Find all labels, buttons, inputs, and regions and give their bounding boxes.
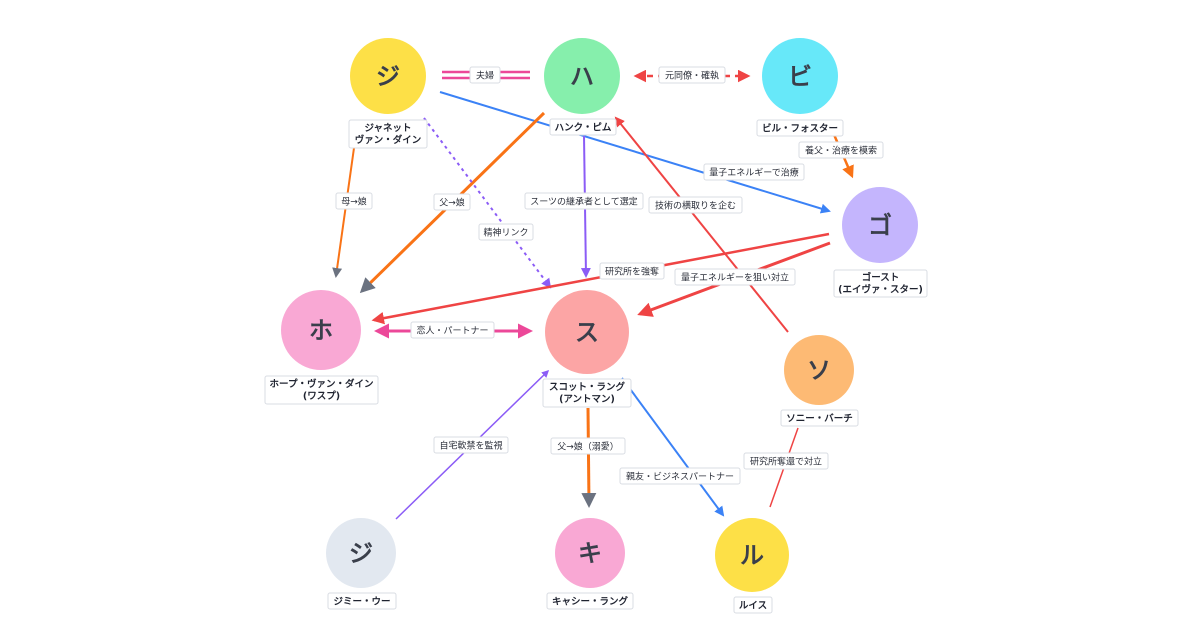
- edge-label-hank-hope: 父→娘: [433, 193, 471, 211]
- edge-janet-scott[interactable]: [423, 117, 552, 289]
- node-hope-initial: ホ: [309, 317, 333, 345]
- node-luis-circle: [715, 518, 789, 592]
- node-jimmy-label: ジミー・ウー: [333, 597, 390, 608]
- node-luis-initial: ル: [740, 542, 764, 570]
- edge-label-hope-scott: 恋人・パートナー: [410, 321, 495, 339]
- node-scott-initial: ス: [575, 319, 599, 347]
- node-bill-circle: [762, 38, 838, 114]
- node-janet-initial: ジ: [376, 63, 400, 91]
- edge-label-janet-ghost: 量子エネルギーで治療: [703, 163, 805, 181]
- node-hank-circle: [544, 38, 620, 114]
- edge-janet-ghost[interactable]: [439, 91, 831, 214]
- node-hope-label-1: ホープ・ヴァン・ダイン: [270, 378, 374, 390]
- edge-scott-luis[interactable]: [621, 377, 725, 517]
- svg-text:研究所を強奪: 研究所を強奪: [605, 266, 659, 278]
- node-hank-label: ハンク・ピム: [555, 122, 612, 134]
- node-janet[interactable]: ジ ジャネット ヴァン・ダイン: [348, 38, 428, 149]
- node-sonny-initial: ソ: [807, 357, 831, 385]
- edge-labels-layer: 夫婦 元同僚・確執 養父・治療を模索 量子エネルギーで治療 母→娘 父→娘 精神…: [335, 66, 884, 485]
- node-janet-label-2: ヴァン・ダイン: [355, 134, 422, 146]
- node-bill-label: ビル・フォスター: [762, 123, 838, 135]
- node-hope[interactable]: ホ ホープ・ヴァン・ダイン (ワスプ): [264, 290, 379, 405]
- svg-text:親友・ビジネスパートナー: 親友・ビジネスパートナー: [626, 471, 734, 483]
- svg-text:父→娘: 父→娘: [439, 197, 465, 209]
- node-jimmy-initial: ジ: [349, 540, 373, 568]
- node-scott[interactable]: ス スコット・ラング (アントマン): [542, 290, 632, 408]
- node-ghost[interactable]: ゴ ゴースト (エイヴァ・スター): [833, 187, 928, 298]
- node-janet-label-1: ジャネット: [364, 123, 411, 134]
- node-hank[interactable]: ハ ハンク・ピム: [544, 38, 620, 136]
- edge-label-hank-bill: 元同僚・確執: [658, 66, 726, 84]
- node-bill-initial: ビ: [788, 63, 812, 91]
- edge-label-scott-cassie: 父→娘（溺愛）: [550, 437, 626, 455]
- svg-text:母→娘: 母→娘: [341, 196, 367, 208]
- node-sonny-circle: [784, 335, 854, 405]
- svg-text:父→娘（溺愛）: 父→娘（溺愛）: [557, 441, 619, 453]
- node-bill[interactable]: ビ ビル・フォスター: [756, 38, 844, 137]
- node-ghost-label-2: (エイヴァ・スター): [838, 284, 923, 296]
- node-scott-circle: [545, 290, 629, 374]
- node-cassie-label: キャシー・ラング: [552, 596, 629, 608]
- edge-janet-hope[interactable]: [332, 147, 355, 278]
- svg-text:量子エネルギーを狙い対立: 量子エネルギーを狙い対立: [681, 272, 789, 284]
- edge-label-janet-scott: 精神リンク: [478, 223, 534, 241]
- svg-text:自宅軟禁を監視: 自宅軟禁を監視: [439, 440, 502, 452]
- svg-text:研究所奪還で対立: 研究所奪還で対立: [750, 456, 822, 468]
- node-hope-label-2: (ワスプ): [303, 390, 340, 402]
- edge-label-sonny-hank: 技術の横取りを企む: [648, 196, 743, 214]
- edge-label-hank-scott: スーツの継承者として選定: [524, 192, 644, 210]
- svg-text:量子エネルギーで治療: 量子エネルギーで治療: [709, 167, 798, 179]
- edge-scott-cassie[interactable]: [581, 407, 597, 508]
- edge-label-janet-hope: 母→娘: [335, 192, 373, 210]
- svg-text:恋人・パートナー: 恋人・パートナー: [416, 325, 488, 337]
- nodes-layer: ジ ジャネット ヴァン・ダイン ハ ハンク・ピム ビ ビル・フォスター ゴ ゴー…: [264, 38, 928, 614]
- svg-text:スーツの継承者として選定: スーツの継承者として選定: [530, 196, 638, 208]
- svg-text:養父・治療を模索: 養父・治療を模索: [805, 145, 877, 157]
- node-ghost-circle: [842, 187, 918, 263]
- edge-label-bill-ghost: 養父・治療を模索: [798, 141, 884, 159]
- node-cassie[interactable]: キ キャシー・ラング: [546, 518, 634, 610]
- svg-text:精神リンク: 精神リンク: [483, 227, 528, 239]
- edge-label-jimmy-scott: 自宅軟禁を監視: [433, 436, 509, 454]
- node-hope-circle: [281, 290, 361, 370]
- node-jimmy-circle: [326, 518, 396, 588]
- node-cassie-initial: キ: [578, 540, 602, 568]
- edge-sonny-hank[interactable]: [614, 116, 789, 333]
- edge-label-janet-hank: 夫婦: [469, 66, 501, 84]
- svg-text:技術の横取りを企む: 技術の横取りを企む: [655, 200, 736, 212]
- node-sonny-label: ソニー・バーチ: [786, 413, 853, 425]
- edge-label-scott-luis: 親友・ビジネスパートナー: [619, 467, 741, 485]
- node-ghost-label-1: ゴースト: [862, 272, 900, 284]
- node-ghost-initial: ゴ: [868, 212, 892, 240]
- node-cassie-circle: [555, 518, 625, 588]
- node-luis-label: ルイス: [739, 601, 767, 612]
- node-janet-circle: [350, 38, 426, 114]
- edge-label-ghost-hope: 研究所を強奪: [599, 262, 665, 280]
- node-luis[interactable]: ル ルイス: [715, 518, 789, 614]
- node-hank-initial: ハ: [570, 63, 594, 91]
- node-scott-label-2: (アントマン): [559, 394, 615, 405]
- svg-text:元同僚・確執: 元同僚・確執: [665, 70, 719, 82]
- edge-label-ghost-scott: 量子エネルギーを狙い対立: [674, 268, 796, 286]
- node-sonny[interactable]: ソ ソニー・バーチ: [780, 335, 859, 427]
- node-scott-label-1: スコット・ラング: [549, 381, 626, 393]
- node-jimmy[interactable]: ジ ジミー・ウー: [326, 518, 397, 610]
- edge-label-luis-sonny: 研究所奪還で対立: [743, 452, 829, 470]
- svg-text:夫婦: 夫婦: [476, 70, 494, 82]
